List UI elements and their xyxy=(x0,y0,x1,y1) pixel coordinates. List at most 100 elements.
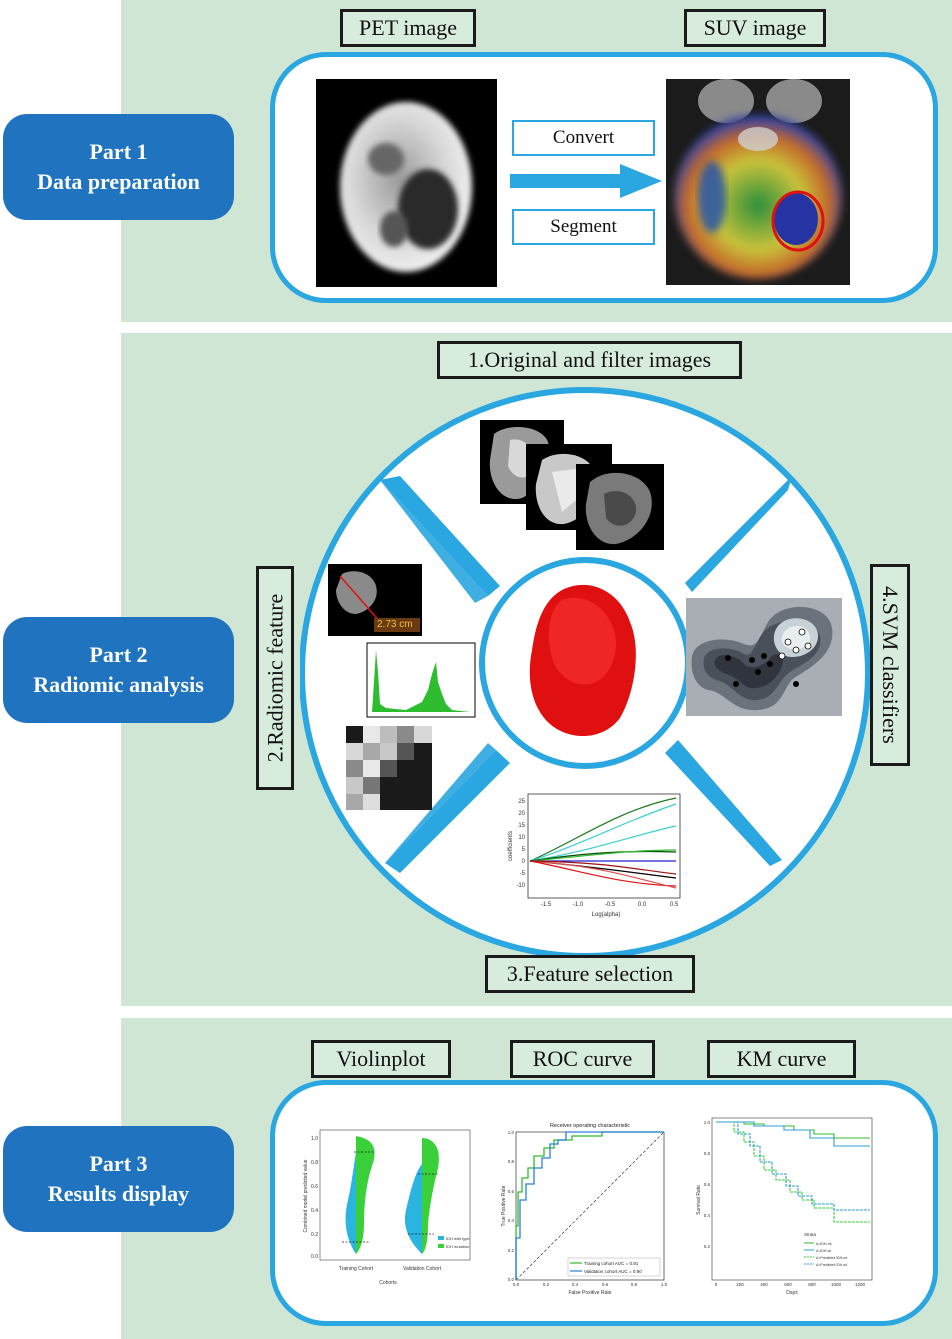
roc-legend2: Validation cohort AUC = 0.90 xyxy=(584,1269,642,1274)
measure-label: 2.73 cm xyxy=(377,619,413,630)
violin-ytick: 0.6 xyxy=(311,1184,318,1190)
lasso-xticks: -1.5 -1.0 -0.5 0.0 0.5 xyxy=(541,902,679,908)
km-ylabel: Survival Rate xyxy=(696,1185,702,1215)
km-yticks: 1.0 0.8 0.6 0.4 0.2 xyxy=(704,1120,711,1249)
km-legend-title: Strata xyxy=(804,1232,817,1237)
km-xtick: 1200 xyxy=(855,1282,866,1287)
lasso-ylabel: coefficients xyxy=(508,831,514,861)
svm-classifier-image xyxy=(686,598,842,716)
filter-images-stack xyxy=(480,420,664,550)
lasso-xtick: 0.5 xyxy=(670,902,679,908)
km-legend-item: A=IDH-wt xyxy=(816,1249,831,1253)
roc-yticks: 0.0 0.2 0.4 0.6 0.8 1.0 xyxy=(508,1130,515,1282)
lasso-xlabel: Log(alpha) xyxy=(592,912,621,918)
roc-ytick: 0.8 xyxy=(508,1159,515,1164)
km-legend-item: A=Predicted IDH-mt xyxy=(816,1256,847,1260)
km-xticks: 0 200 400 600 800 1000 1200 xyxy=(715,1282,866,1287)
km-legend-item: A=IDH-mt xyxy=(816,1242,831,1246)
km-ytick: 0.8 xyxy=(704,1151,711,1156)
km-xtick: 600 xyxy=(784,1282,792,1287)
lasso-path-plot: 25 20 15 10 5 0 -5 -10 -1.5 -1.0 -0.5 0.… xyxy=(508,793,681,918)
radiomics-circle xyxy=(300,387,870,959)
lasso-xtick: -1.0 xyxy=(573,902,584,908)
roc-xtick: 1.0 xyxy=(661,1282,668,1287)
lasso-yticks: 25 20 15 10 5 0 -5 -10 xyxy=(516,799,525,889)
violin-cat2: Validation Cohort xyxy=(403,1266,442,1272)
step2-label: 2.Radiomic feature xyxy=(256,566,294,790)
roc-xtick: 0.8 xyxy=(631,1282,638,1287)
step4-text: 4.SVM classifiers xyxy=(878,586,903,744)
km-xtick: 1000 xyxy=(831,1282,842,1287)
lasso-ytick: 25 xyxy=(518,799,525,805)
lasso-ytick: 15 xyxy=(518,823,525,829)
violin-yticks: 1.0 0.8 0.6 0.4 0.2 0.0 xyxy=(311,1136,318,1260)
roc-ytick: 0.0 xyxy=(508,1277,515,1282)
km-ytick: 0.2 xyxy=(704,1244,711,1249)
km-legend-item: A=Predicted IDH-wt xyxy=(816,1263,847,1267)
violin-xlabel: Cohorts xyxy=(379,1280,397,1286)
lasso-ytick: 10 xyxy=(518,835,525,841)
step3-label: 3.Feature selection xyxy=(485,955,695,993)
histogram-feature-image xyxy=(366,642,476,718)
step1-label: 1.Original and filter images xyxy=(437,341,742,379)
roc-xtick: 0.6 xyxy=(602,1282,609,1287)
km-curve-label: KM curve xyxy=(707,1040,856,1078)
lasso-xtick: -1.5 xyxy=(541,902,552,908)
part1-button[interactable]: Part 1 Data preparation xyxy=(3,114,234,220)
roc-xticks: 0.0 0.2 0.4 0.6 0.8 1.0 xyxy=(513,1282,668,1287)
lasso-ytick: 20 xyxy=(518,811,525,817)
roc-xlabel: False Positive Rate xyxy=(568,1290,611,1296)
km-xtick: 800 xyxy=(808,1282,816,1287)
violin-legend1: IDH wild type xyxy=(446,1236,470,1241)
step4-label: 4.SVM classifiers xyxy=(870,564,910,766)
km-xtick: 0 xyxy=(715,1282,718,1287)
part2-subtitle: Radiomic analysis xyxy=(33,672,204,697)
lasso-ytick: 5 xyxy=(522,847,526,853)
lasso-xtick: 0.0 xyxy=(638,902,647,908)
lasso-ytick: 0 xyxy=(522,859,526,865)
violin-ytick: 0.2 xyxy=(311,1232,318,1238)
part1-title: Part 1 xyxy=(89,139,148,164)
violin-cat1: Training Cohort xyxy=(339,1266,374,1272)
roc-curve-label: ROC curve xyxy=(510,1040,655,1078)
violin-ytick: 0.4 xyxy=(311,1208,318,1214)
km-xtick: 200 xyxy=(736,1282,744,1287)
roc-title: Receiver operating characteristic xyxy=(550,1123,630,1129)
violin-legend2: IDH mutation xyxy=(446,1244,469,1249)
roc-plot: Receiver operating characteristic 0.0 0.… xyxy=(501,1123,668,1296)
part3-title: Part 3 xyxy=(89,1151,148,1176)
pet-image xyxy=(316,79,497,287)
roc-ytick: 0.6 xyxy=(508,1189,515,1194)
lasso-ytick: -5 xyxy=(520,871,526,877)
roc-ytick: 0.2 xyxy=(508,1248,515,1253)
lasso-xtick: -0.5 xyxy=(605,902,616,908)
pet-image-label: PET image xyxy=(340,9,476,47)
suv-image-label: SUV image xyxy=(684,9,826,47)
roc-ytick: 0.4 xyxy=(508,1218,515,1223)
roc-ylabel: True Positive Rate xyxy=(501,1185,507,1226)
suv-image xyxy=(666,79,850,285)
segment-box: Segment xyxy=(512,209,655,245)
step2-text: 2.Radiomic feature xyxy=(262,593,288,763)
violinplot-label: Violinplot xyxy=(311,1040,451,1078)
km-plot: 1.0 0.8 0.6 0.4 0.2 0 200 400 600 800 10… xyxy=(696,1117,873,1296)
violin-ytick: 1.0 xyxy=(311,1136,318,1142)
lasso-ytick: -10 xyxy=(516,883,525,889)
km-ytick: 1.0 xyxy=(704,1120,711,1125)
convert-arrow-icon xyxy=(510,164,662,198)
km-ytick: 0.6 xyxy=(704,1182,711,1187)
violin-ylabel: Combined model predicted value xyxy=(303,1159,309,1232)
part2-button[interactable]: Part 2 Radiomic analysis xyxy=(3,617,234,723)
glcm-feature-image xyxy=(346,726,432,810)
km-xlabel: Days xyxy=(786,1290,798,1296)
km-xtick: 400 xyxy=(760,1282,768,1287)
part3-button[interactable]: Part 3 Results display xyxy=(3,1126,234,1232)
roc-xtick: 0.2 xyxy=(543,1282,550,1287)
part3-subtitle: Results display xyxy=(47,1181,190,1206)
roc-ytick: 1.0 xyxy=(508,1130,515,1135)
violin-ytick: 0.0 xyxy=(311,1254,318,1260)
violin-ytick: 0.8 xyxy=(311,1160,318,1166)
km-ytick: 0.4 xyxy=(704,1213,711,1218)
roc-xtick: 0.0 xyxy=(513,1282,520,1287)
roc-xtick: 0.4 xyxy=(572,1282,579,1287)
